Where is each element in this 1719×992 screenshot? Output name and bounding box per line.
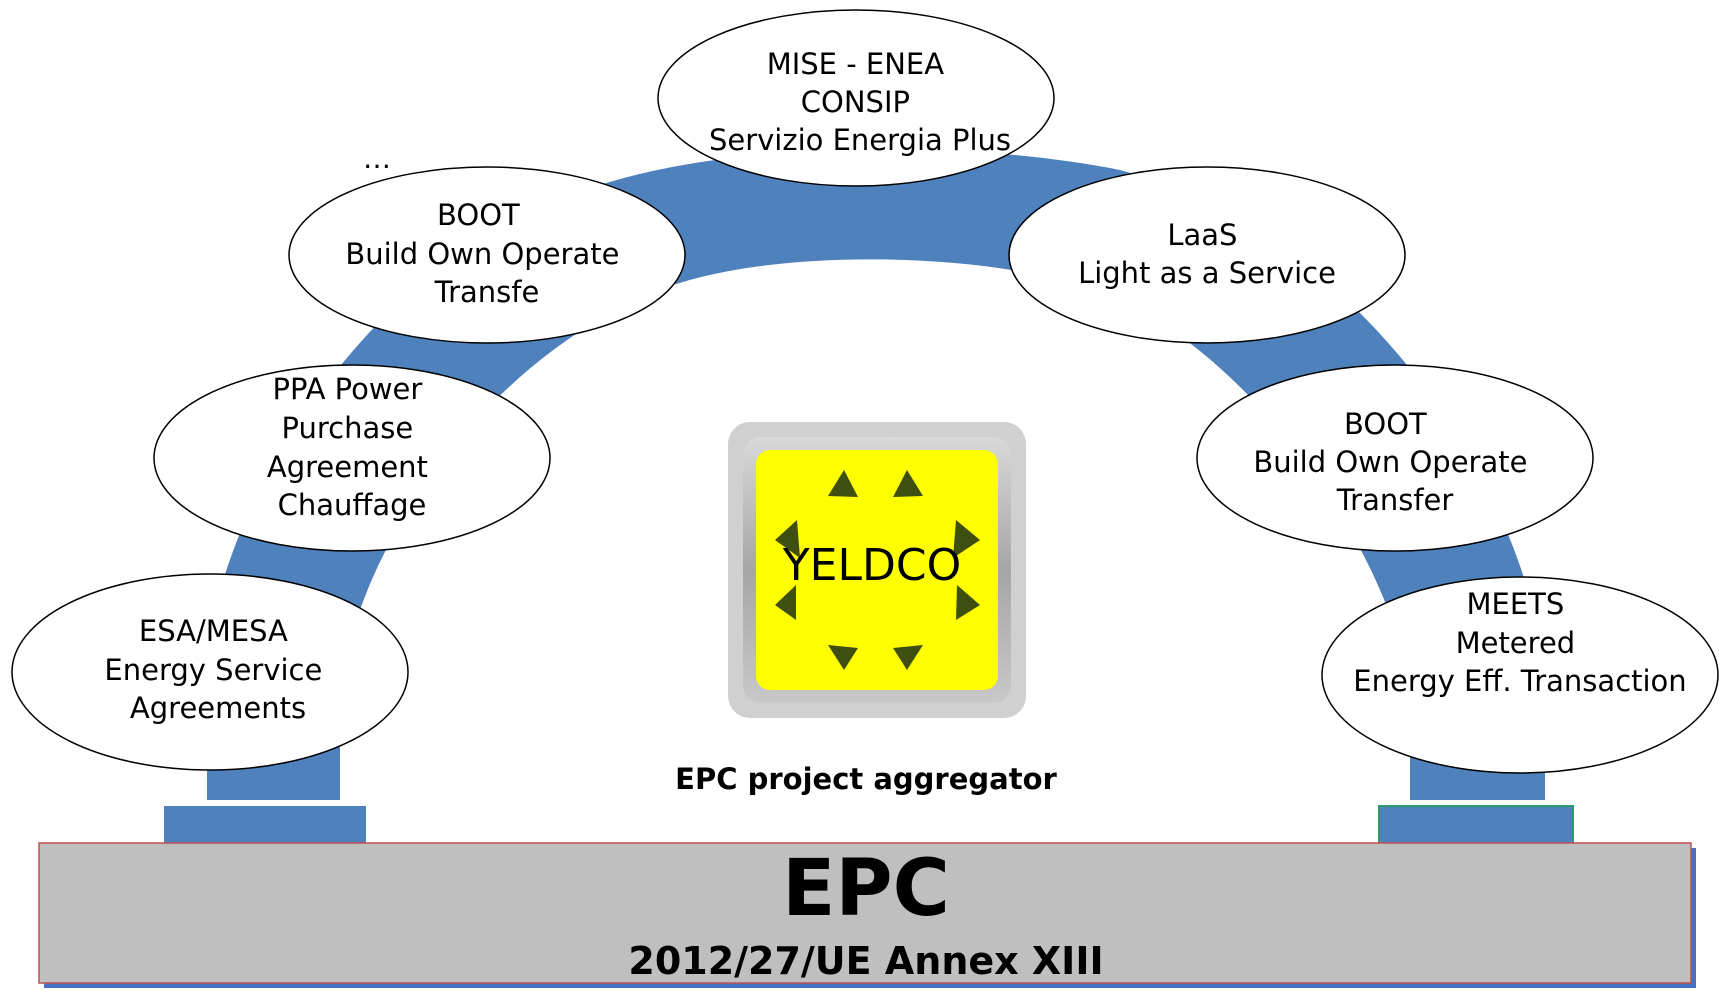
right-pillar bbox=[1378, 805, 1574, 847]
laas-line-2: Light as a Service bbox=[1078, 256, 1336, 290]
yeldco-logo: YELDCO bbox=[728, 422, 1026, 718]
svg-text:BOOT Build Own Operate: BOOT Build Own Operate Transfe bbox=[345, 198, 628, 309]
mise-line-1: MISE - ENEA bbox=[767, 47, 945, 81]
boot-left-line-3: Transfe bbox=[434, 275, 540, 309]
meets-line-2: Metered bbox=[1456, 626, 1576, 660]
laas-line-1: LaaS bbox=[1167, 218, 1237, 252]
boot-right-line-1: BOOT bbox=[1344, 407, 1427, 441]
svg-text:ESA/MESA Energy Service: ESA/MESA Energy Service Agreements bbox=[104, 614, 331, 725]
base-subtitle: 2012/27/UE Annex XIII bbox=[628, 939, 1103, 983]
esa-line-1: ESA/MESA bbox=[139, 614, 288, 648]
ellipse-boot-left: BOOT Build Own Operate Transfe bbox=[288, 166, 686, 344]
ppa-line-4: Chauffage bbox=[278, 488, 427, 522]
mise-line-3: Servizio Energia Plus bbox=[709, 123, 1011, 157]
meets-line-3: Energy Eff. Transaction bbox=[1353, 664, 1686, 698]
ellipse-boot-right: BOOT Build Own Operate Transfer bbox=[1196, 364, 1594, 552]
ellipsis-mark: … bbox=[363, 142, 391, 175]
base-title: EPC bbox=[782, 844, 950, 934]
esa-line-2: Energy Service bbox=[104, 653, 322, 687]
ppa-line-2: Purchase bbox=[282, 411, 414, 445]
ellipse-laas: LaaS Light as a Service bbox=[1008, 166, 1406, 344]
boot-left-line-2: Build Own Operate bbox=[345, 237, 619, 271]
meets-line-1: MEETS bbox=[1466, 587, 1564, 621]
mise-line-2: CONSIP bbox=[801, 85, 910, 119]
ellipse-esa: ESA/MESA Energy Service Agreements bbox=[11, 573, 409, 771]
boot-right-line-3: Transfer bbox=[1336, 483, 1454, 517]
svg-text:PPA Power Purchase: PPA Power Purchase Agreement Chauffage bbox=[267, 372, 437, 522]
svg-text:MISE - ENEA CONSIP: MISE - ENEA CONSIP Servizio Energia Plus bbox=[709, 47, 1011, 157]
svg-text:BOOT Build Own Operate: BOOT Build Own Operate Transfer bbox=[1253, 407, 1536, 517]
boot-left-line-1: BOOT bbox=[437, 198, 520, 232]
svg-text:LaaS Light as a Service: LaaS Light as a Service bbox=[1078, 218, 1336, 290]
ellipse-mise: MISE - ENEA CONSIP Servizio Energia Plus bbox=[657, 9, 1055, 187]
sun-rays bbox=[775, 470, 980, 670]
ellipse-meets: MEETS Metered Energy Eff. Transaction bbox=[1321, 576, 1719, 774]
boot-right-line-2: Build Own Operate bbox=[1253, 445, 1527, 479]
base-slab bbox=[38, 842, 1692, 984]
aggregator-label: EPC project aggregator bbox=[675, 762, 1057, 796]
logo-text: YELDCO bbox=[782, 540, 961, 591]
ellipse-ppa: PPA Power Purchase Agreement Chauffage bbox=[153, 364, 551, 552]
svg-text:MEETS Metered Ener: MEETS Metered Energy Eff. Transaction bbox=[1353, 587, 1686, 698]
ppa-line-1: PPA Power bbox=[272, 372, 422, 406]
esa-line-3: Agreements bbox=[130, 691, 306, 725]
ppa-line-3: Agreement bbox=[267, 450, 428, 484]
left-pillar bbox=[164, 806, 366, 846]
